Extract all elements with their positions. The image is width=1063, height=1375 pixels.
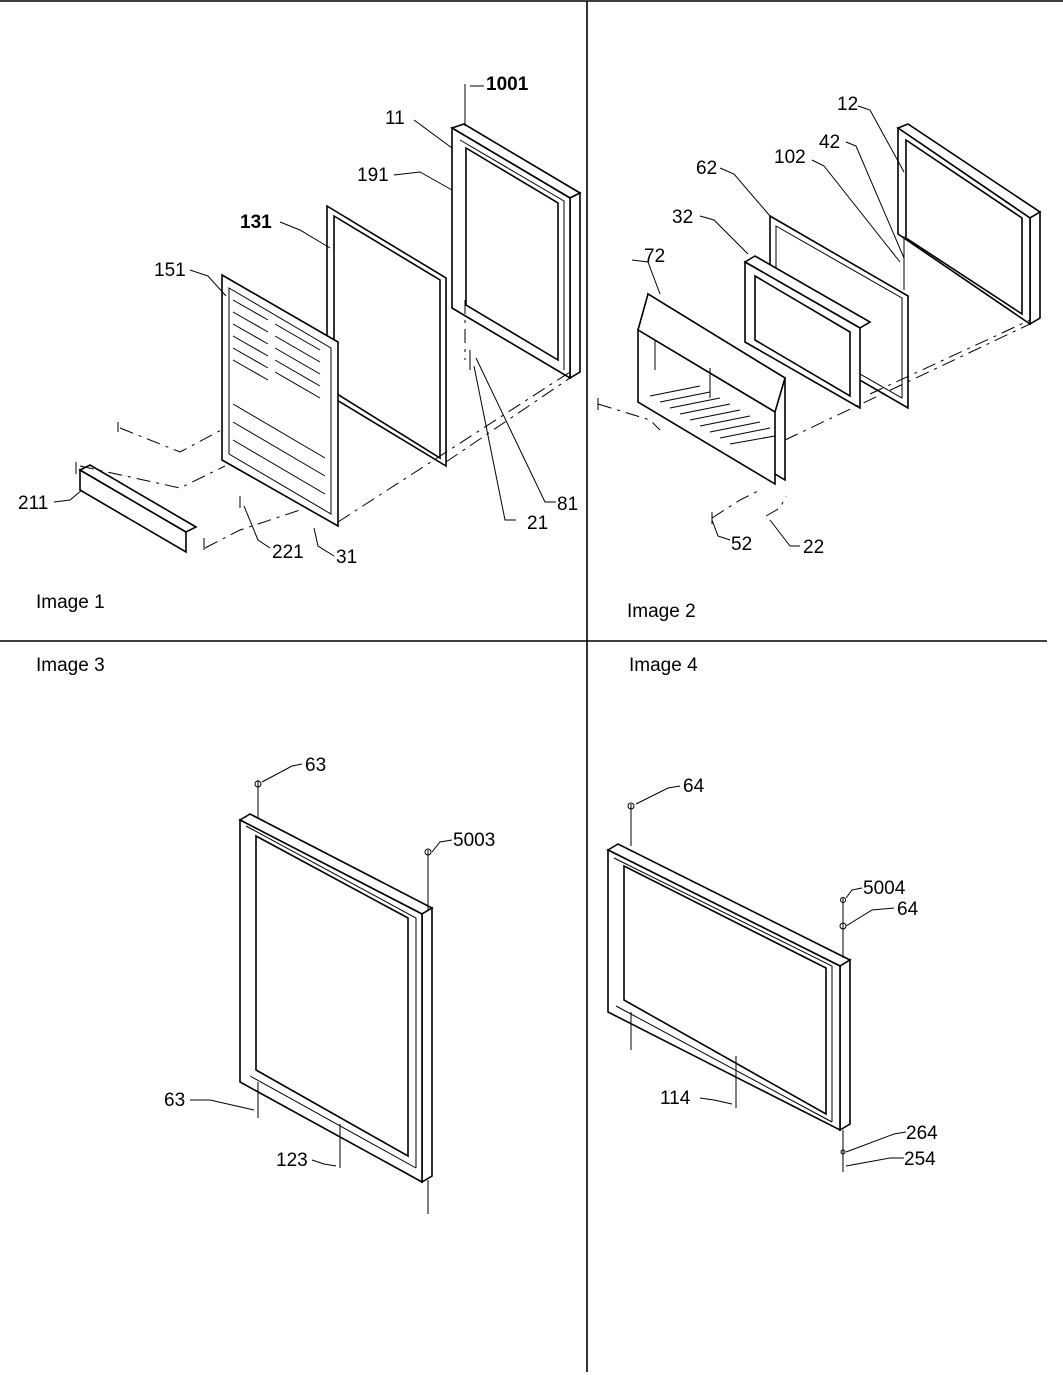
image4-fasteners	[627, 802, 847, 1172]
image2-leaders	[631, 105, 905, 547]
callout-12: 12	[837, 94, 858, 115]
callout-42: 42	[819, 132, 840, 153]
callout-264: 264	[906, 1123, 938, 1144]
drawer-front	[637, 292, 786, 486]
callout-5004: 5004	[863, 878, 906, 899]
caption-image2: Image 2	[627, 601, 696, 622]
callout-131: 131	[240, 212, 272, 233]
callout-11: 11	[385, 108, 405, 129]
drawer-floor-ribs	[649, 385, 776, 445]
image4-panel: Image 4 64 5004	[606, 655, 938, 1172]
callout-102: 102	[774, 147, 806, 168]
caption-image1: Image 1	[36, 592, 105, 613]
callout-62: 62	[696, 158, 717, 179]
callout-191: 191	[357, 165, 389, 186]
callout-63-top: 63	[305, 755, 326, 776]
caption-image3: Image 3	[36, 655, 105, 676]
callout-151: 151	[154, 260, 186, 281]
callout-32: 32	[672, 207, 693, 228]
image2-panel: 12 42 102 62 32 72 52 22 Image 2	[597, 94, 1042, 622]
drawer-liner	[743, 255, 872, 410]
door-outer-frame	[450, 123, 582, 380]
callout-72: 72	[644, 246, 665, 267]
handle-trim	[75, 422, 205, 554]
callout-64-top: 64	[683, 776, 705, 797]
callout-114: 114	[660, 1088, 691, 1109]
door-frame-assembly-3	[238, 813, 434, 1184]
image3-leaders	[190, 763, 453, 1167]
callout-1001: 1001	[486, 74, 529, 95]
callout-81: 81	[557, 494, 578, 515]
image3-panel: Image 3 63	[36, 655, 495, 1214]
drawer-outer-frame	[896, 123, 1042, 326]
image1-leaders	[53, 85, 556, 557]
callout-31: 31	[336, 547, 357, 568]
callout-64-right: 64	[897, 899, 919, 920]
caption-image4: Image 4	[629, 655, 698, 676]
callout-63-bottom: 63	[164, 1090, 185, 1111]
image1-panel: 1001 11 191 131 151 211 221 31 21 81 Ima…	[18, 74, 582, 613]
image2-assembly-lines	[597, 319, 1031, 519]
callout-52: 52	[731, 534, 752, 555]
door-liner	[221, 273, 339, 528]
image4-leaders	[635, 785, 907, 1167]
callout-21: 21	[527, 513, 548, 534]
callout-5003: 5003	[453, 830, 495, 851]
callout-123: 123	[276, 1150, 308, 1171]
door-gasket	[326, 204, 447, 468]
callout-221: 221	[272, 542, 304, 563]
callout-254: 254	[904, 1149, 936, 1170]
image1-assembly-lines	[79, 300, 571, 549]
callout-211: 211	[18, 493, 48, 514]
image3-fasteners	[254, 780, 432, 1214]
liner-shelf-ribs	[232, 299, 326, 495]
drawer-frame-assembly-4	[606, 843, 852, 1132]
callout-22: 22	[803, 537, 824, 558]
